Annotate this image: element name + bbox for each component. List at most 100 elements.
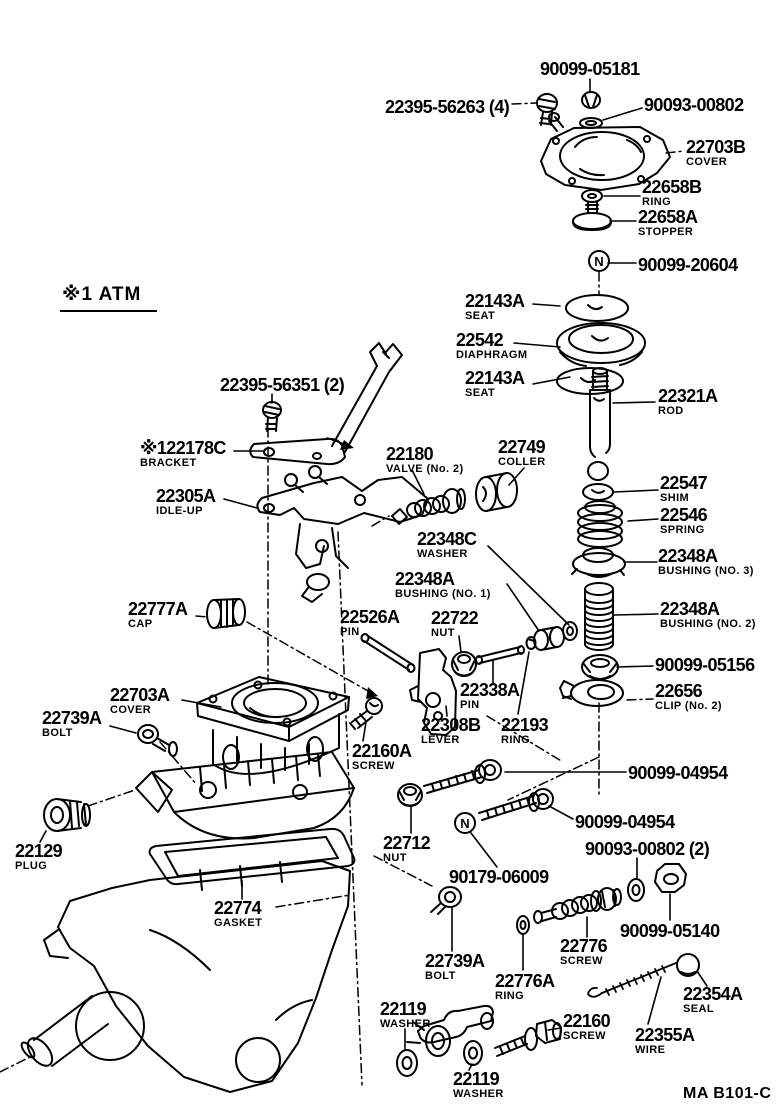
part-name: SEAT xyxy=(465,387,496,399)
leader-lines xyxy=(39,78,708,1071)
part-number: 22129 xyxy=(15,841,63,861)
bolt-22739a-upper-drawing xyxy=(137,724,178,757)
part-name: GASKET xyxy=(214,917,263,929)
svg-text:N: N xyxy=(460,816,469,831)
part-number: 22722 xyxy=(431,608,479,628)
nut-22712-drawing xyxy=(397,783,423,807)
part-name: WASHER xyxy=(417,548,468,560)
part-name: RING xyxy=(495,990,525,1002)
part-number: 22119 xyxy=(453,1069,500,1089)
rod-22321a-drawing xyxy=(587,367,611,481)
part-label-22712: 22712 NUT xyxy=(383,834,431,864)
wire-22355a-drawing xyxy=(587,962,677,998)
shim-22547-drawing xyxy=(582,483,614,501)
seat-upper-drawing xyxy=(565,294,629,322)
part-number: ※122178C xyxy=(140,438,226,458)
part-number: 90099-05181 xyxy=(540,59,640,79)
bolt-22395-56263-drawing xyxy=(536,93,558,126)
part-number: 22355A xyxy=(635,1025,695,1045)
part-number: 22395-56351 (2) xyxy=(220,375,345,395)
part-label-22348a-no3: 22348A BUSHING (NO. 3) xyxy=(658,547,754,577)
part-label-22658b: 22658B RING xyxy=(642,178,702,208)
part-name: NUT xyxy=(383,852,407,864)
part-number: 22739A xyxy=(425,951,485,971)
part-name: BRACKET xyxy=(140,457,197,469)
part-number: 22739A xyxy=(42,708,102,728)
part-name: BUSHING (NO. 1) xyxy=(395,588,491,600)
part-number: 22776A xyxy=(495,971,555,991)
part-label-90099-04954-upper: 90099-04954 xyxy=(628,764,728,782)
part-number: 90099-04954 xyxy=(628,763,728,783)
part-number: 90179-06009 xyxy=(449,867,549,887)
part-label-22546: 22546 SPRING xyxy=(660,506,708,536)
gasket-22774-drawing xyxy=(148,827,356,886)
part-number: 22143A xyxy=(465,368,525,388)
part-number: 22348C xyxy=(417,529,477,549)
part-number: 22542 xyxy=(456,330,504,350)
part-label-22526a: 22526A PIN xyxy=(340,608,400,638)
part-label-22547: 22547 SHIM xyxy=(660,473,708,504)
part-label-22119-lower: 22119 WASHER xyxy=(453,1070,504,1100)
part-number: 22658A xyxy=(638,207,698,227)
part-name: SCREW xyxy=(352,760,395,772)
non-reusable-marker-n-bottom: N xyxy=(454,812,476,834)
seal-22354a-drawing xyxy=(676,953,700,977)
part-label-22348c: 22348C WASHER xyxy=(417,529,477,560)
part-label-22703b: 22703B COVER xyxy=(686,137,746,168)
part-label-22774: 22774 GASKET xyxy=(214,899,262,929)
part-number: 22338A xyxy=(460,680,520,700)
part-name: SHIM xyxy=(660,492,690,504)
bolt-22395-56351-drawing xyxy=(262,401,282,432)
part-name: WIRE xyxy=(635,1044,666,1056)
part-number: 22348A xyxy=(660,599,720,619)
part-number: 22774 xyxy=(214,898,262,918)
part-label-22338a: 22338A PIN xyxy=(460,680,520,711)
part-name: BOLT xyxy=(42,727,73,739)
part-name: SPRING xyxy=(660,524,705,536)
part-label-90099-20604: 90099-20604 xyxy=(638,256,738,274)
part-number: 90093-00802 xyxy=(644,95,744,115)
ring-22193-drawing xyxy=(525,636,537,650)
clip-22656-drawing xyxy=(559,679,624,707)
part-label-90093-00802: 90093-00802 xyxy=(644,96,744,114)
part-label-22703a: 22703A COVER xyxy=(110,686,170,716)
part-label-22308b: 22308B LEVER xyxy=(421,715,481,746)
part-number: 22776 xyxy=(560,936,608,956)
part-label-22180: 22180 VALVE (No. 2) xyxy=(386,445,464,475)
part-label-22143a-upper: 22143A SEAT xyxy=(465,291,525,322)
part-number: 22703B xyxy=(686,137,746,157)
part-label-22160a: 22160A SCREW xyxy=(352,742,412,772)
washer-22119-lower-drawing xyxy=(463,1040,483,1066)
part-name: VALVE (No. 2) xyxy=(386,463,464,475)
screw-22776-drawing xyxy=(533,887,622,924)
part-label-22395-56351: 22395-56351 (2) xyxy=(220,375,345,395)
part-name: SEAL xyxy=(683,1003,714,1015)
part-label-90099-05181: 90099-05181 xyxy=(540,60,640,78)
svg-text:N: N xyxy=(594,254,603,269)
part-name: SEAT xyxy=(465,310,496,322)
part-number: 22308B xyxy=(421,715,481,735)
part-number: 22143A xyxy=(465,291,525,311)
part-name: BUSHING (NO. 3) xyxy=(658,565,754,577)
assembly-dash-lines xyxy=(0,102,685,1086)
pin-22526a-drawing xyxy=(360,633,416,673)
pump-upper-body-drawing xyxy=(135,751,355,840)
part-name: COLLER xyxy=(498,456,546,468)
part-number: 22395-56263 (4) xyxy=(385,97,510,117)
bushing-no2-drawing xyxy=(584,582,614,651)
nut-90099-05156-drawing xyxy=(581,654,619,680)
cover-22703a-drawing xyxy=(196,676,350,775)
part-name: RING xyxy=(501,734,531,746)
part-label-22355a: 22355A WIRE xyxy=(635,1025,695,1056)
part-number: 90099-05140 xyxy=(620,921,720,941)
part-name: NUT xyxy=(431,627,455,639)
nut-90099-05181-drawing xyxy=(581,91,601,109)
part-number: 22547 xyxy=(660,473,708,493)
part-name: DIAPHRAGM xyxy=(456,349,528,361)
part-number: 22193 xyxy=(501,715,549,735)
part-label-22193: 22193 RING xyxy=(501,715,549,746)
part-label-22178c: ※122178C BRACKET xyxy=(140,439,226,469)
ring-22658b-drawing xyxy=(581,189,603,203)
part-number: 90093-00802 (2) xyxy=(585,839,710,859)
